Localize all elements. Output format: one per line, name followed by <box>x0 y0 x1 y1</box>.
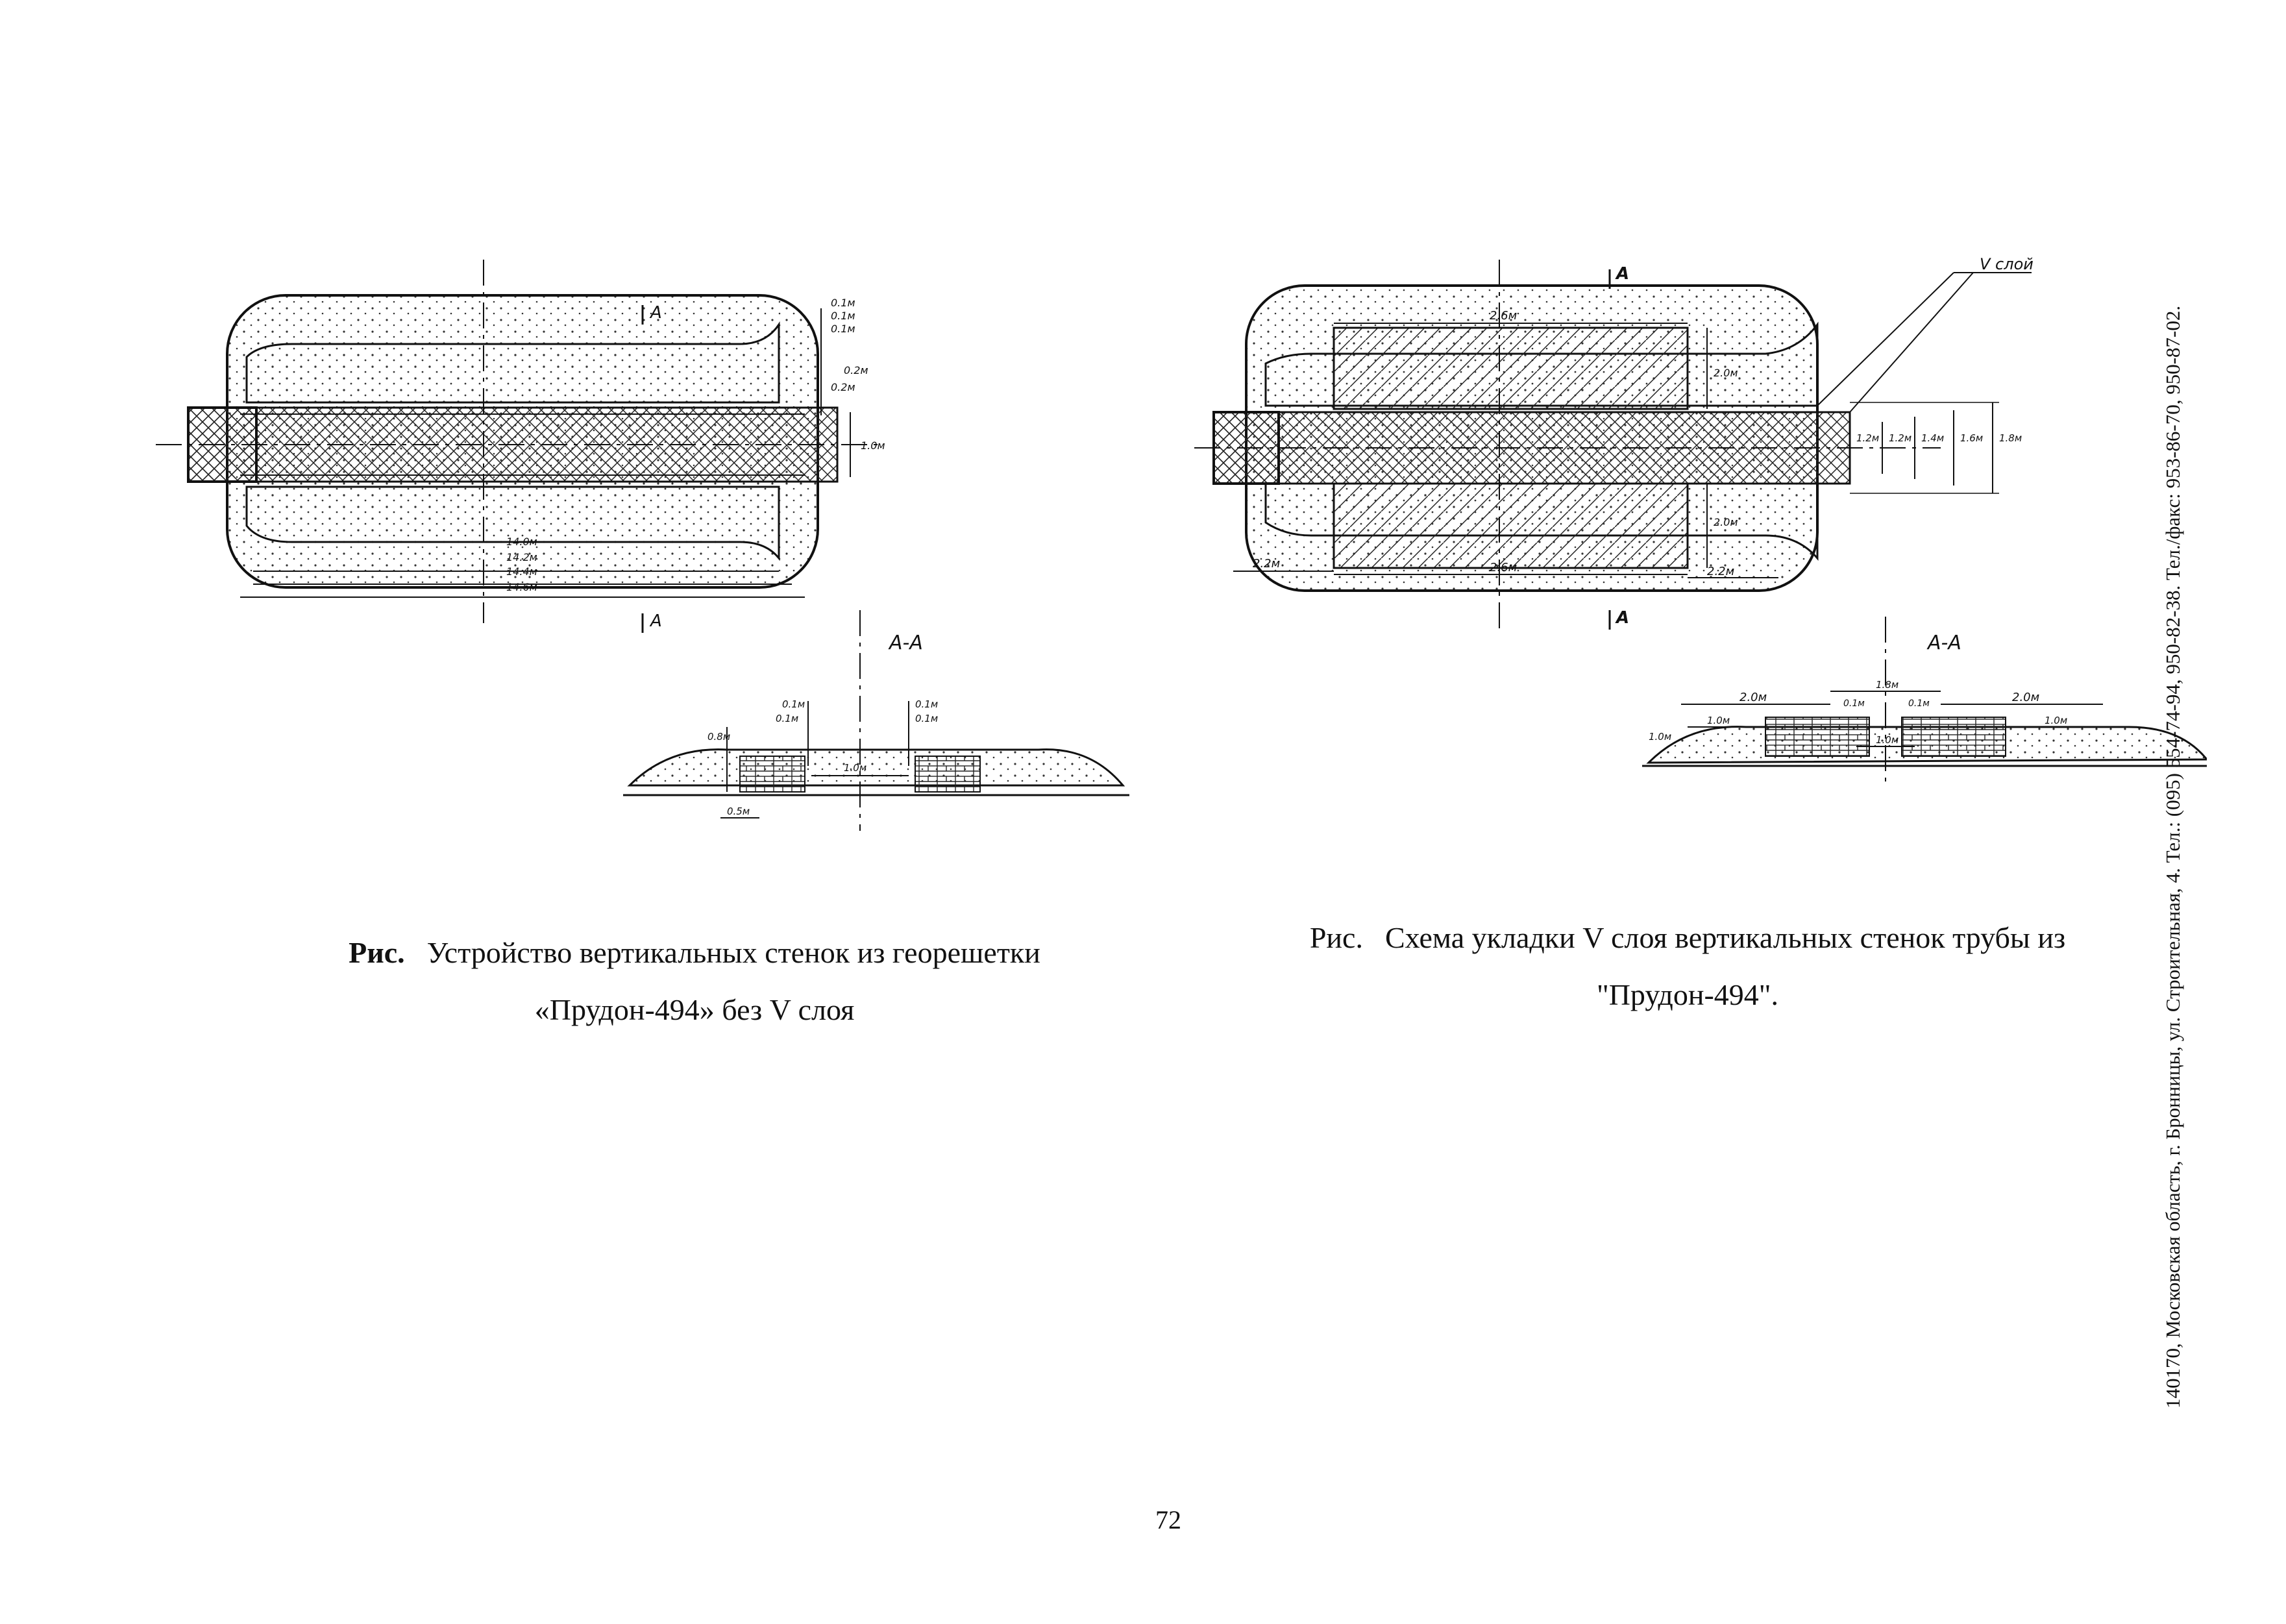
figure-2-drawing: V слой А А 2.6м 2.0м 1.2м 1.2м 1.4м 1.6м… <box>1194 247 2209 844</box>
plan-dim-9: 2.2м <box>1253 557 1280 571</box>
plan-dim-3: 0.1м <box>831 323 855 335</box>
plan-dim-10: 14.6м <box>506 581 537 593</box>
plan-dim-2: 2.0м <box>1714 367 1738 379</box>
plan-dim-1: 0.1м <box>831 297 855 309</box>
plan-dim-10: 2.6м <box>1490 561 1517 574</box>
caption-line: Рис. Схема укладки V слоя вертикальных ст… <box>1227 923 2148 953</box>
plan-dim-8: 2.0м <box>1714 516 1738 528</box>
section-dim-6: 1.0м <box>844 762 866 774</box>
plan-dim-3: 1.2м <box>1856 432 1879 444</box>
plan-dim-11: 2.2м <box>1707 565 1734 578</box>
section-dim-7: 0.5м <box>727 806 750 817</box>
section-dim-2: 0.1м <box>782 698 805 710</box>
caption-line: "Прудон-494". <box>1596 978 1779 1011</box>
section-marker-bottom: А <box>649 611 662 631</box>
page-number: 72 <box>1155 1505 1181 1534</box>
section-dim-1: 1.8м <box>1876 679 1899 691</box>
layer-label: V слой <box>1980 255 2034 273</box>
section-dim-2: 2.0м <box>1739 691 1767 704</box>
caption-prefix: Рис. <box>1309 921 1363 954</box>
caption-text: Схема укладки V слоя вертикальных стенок… <box>1384 921 2066 954</box>
plan-dim-1: 2.6м <box>1490 309 1517 323</box>
plan-dim-6: 1.0м <box>861 439 885 452</box>
plan-view <box>156 260 883 633</box>
plan-dim-7: 14.0м <box>506 535 537 548</box>
plan-dim-4: 0.2м <box>844 364 868 376</box>
plan-dim-8: 14.2м <box>506 551 537 563</box>
section-dim-5: 0.1м <box>1843 698 1865 709</box>
plan-dim-4: 1.2м <box>1889 432 1911 444</box>
caption-line: Рис. Устройство вертикальных стенок из ге… <box>260 938 1129 968</box>
figure-1-caption: Рис. Устройство вертикальных стенок из ге… <box>260 938 1129 1025</box>
cross-section <box>623 610 1129 831</box>
section-dim-5: 0.1м <box>915 713 938 724</box>
section-dim-3: 2.0м <box>2012 691 2039 704</box>
section-marker-bottom: А <box>1615 608 1629 628</box>
plan-dim-5: 0.2м <box>831 381 855 393</box>
caption-text: Устройство вертикальных стенок из геореш… <box>426 936 1040 969</box>
plan-view <box>1194 260 2032 630</box>
section-dim-7: 1.0м <box>1707 715 1730 726</box>
section-title: А-А <box>888 632 923 654</box>
section-dim-4: 0.1м <box>915 698 938 710</box>
section-marker-top: А <box>1615 264 1629 284</box>
section-dim-6: 0.1м <box>1908 698 1930 709</box>
section-dim-1: 0.8м <box>707 731 730 743</box>
section-marker-top: А <box>649 303 662 323</box>
section-title: А-А <box>1926 632 1961 654</box>
plan-dim-9: 14.4м <box>506 565 537 578</box>
plan-dim-7: 1.8м <box>1999 432 2022 444</box>
side-address-text: 140170, Московская область, г. Бронницы,… <box>2161 305 2184 1409</box>
caption-line: «Прудон-494» без V слоя <box>534 993 855 1026</box>
plan-dim-2: 0.1м <box>831 310 855 322</box>
section-dim-3: 0.1м <box>776 713 798 724</box>
plan-dim-5: 1.4м <box>1921 432 1944 444</box>
cross-section <box>1642 617 2209 785</box>
figure-2-caption: Рис. Схема укладки V слоя вертикальных ст… <box>1227 923 2148 1010</box>
section-dim-9: 1.0м <box>2045 715 2067 726</box>
figure-1-drawing: А А 0.1м 0.1м 0.1м 0.2м 0.2м 1.0м 14.0м … <box>156 247 1142 883</box>
caption-prefix: Рис. <box>349 936 405 969</box>
plan-dim-6: 1.6м <box>1960 432 1983 444</box>
section-dim-8: 1.0м <box>1876 734 1899 746</box>
section-dim-4: 1.0м <box>1649 731 1671 743</box>
